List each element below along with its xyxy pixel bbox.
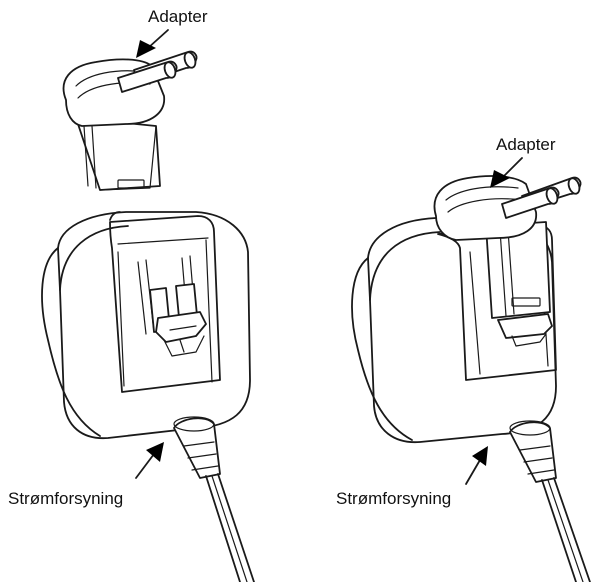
left-adapter-label: Adapter (148, 7, 208, 26)
left-adapter-plug (62, 50, 198, 191)
right-power-supply-arrow (465, 446, 488, 485)
right-adapter-label: Adapter (496, 135, 556, 154)
left-power-supply-label: Strømforsyning (8, 489, 124, 508)
right-adapter-plug (433, 175, 582, 241)
right-adapter-pin-lower (501, 186, 560, 219)
right-adapter-arrow (490, 157, 523, 188)
left-power-supply-arrow (135, 442, 164, 479)
left-power-supply (41, 211, 255, 582)
left-adapter-pin-lower (117, 60, 178, 93)
right-cable (509, 420, 591, 582)
right-power-supply (351, 217, 557, 443)
right-power-supply-label: Strømforsyning (336, 489, 452, 508)
left-adapter-arrow (136, 29, 169, 58)
